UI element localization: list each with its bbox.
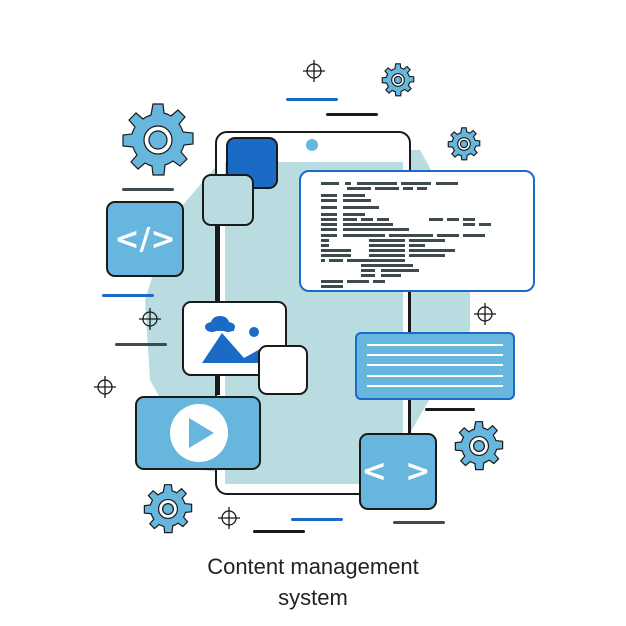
crosshair-icon (474, 303, 496, 325)
caption-line-2: system (278, 585, 348, 610)
code-tag-tile: </> (106, 201, 184, 277)
pale-tile (202, 174, 254, 226)
overlay-tile (258, 345, 308, 395)
crosshair-icon (139, 308, 161, 330)
caption-line-1: Content management (207, 554, 419, 579)
dash-dark (425, 408, 475, 411)
gear-icon (381, 63, 415, 97)
phone-camera-dot (306, 139, 318, 151)
code-tag-icon: </> (114, 221, 176, 257)
dash-blue (102, 294, 154, 297)
code-brackets-icon: < > (361, 454, 435, 489)
video-tile (135, 396, 261, 470)
crosshair-icon (303, 60, 325, 82)
gear-icon (122, 103, 194, 176)
play-icon (170, 404, 228, 462)
crosshair-icon (218, 507, 240, 529)
crosshair-icon (94, 376, 116, 398)
dash-gray (393, 521, 445, 524)
code-brackets-tile: < > (359, 433, 437, 510)
text-lines-panel (355, 332, 515, 400)
image-tile (182, 301, 287, 376)
dash-gray (122, 188, 174, 191)
dash-dark (326, 113, 378, 116)
dash-dark (253, 530, 305, 533)
code-window-icon (321, 182, 491, 288)
text-lines-icon (367, 344, 503, 387)
dash-blue (286, 98, 338, 101)
code-window (299, 170, 535, 292)
dash-blue (291, 518, 343, 521)
gear-icon (454, 421, 504, 471)
gear-icon (143, 484, 193, 534)
dash-gray (115, 343, 167, 346)
gear-icon (447, 127, 481, 161)
image-icon (202, 316, 270, 363)
